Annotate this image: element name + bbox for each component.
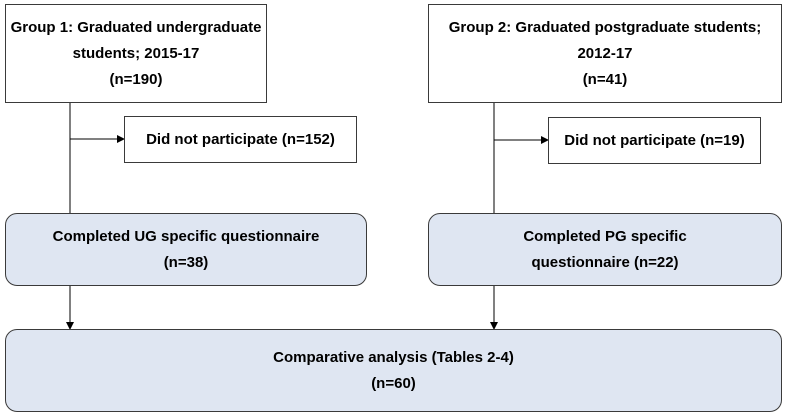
analysis-line2: (n=60) (371, 374, 416, 392)
group1-box: Group 1: Graduated undergraduate student… (5, 4, 267, 103)
group2-line3: (n=41) (582, 70, 628, 88)
analysis-line1: Comparative analysis (Tables 2-4) (273, 348, 514, 366)
completed2-line2: questionnaire (n=22) (531, 253, 679, 271)
group1-line1: Group 1: Graduated undergraduate (10, 18, 262, 36)
completed1-box: Completed UG specific questionnaire (n=3… (5, 213, 367, 286)
completed2-line1: Completed PG specific (523, 227, 687, 245)
excluded2-label: Did not participate (n=19) (564, 131, 745, 149)
analysis-box: Comparative analysis (Tables 2-4) (n=60) (5, 329, 782, 412)
group2-line1: Group 2: Graduated postgraduate students… (448, 18, 762, 36)
excluded2-box: Did not participate (n=19) (548, 117, 761, 164)
excluded1-box: Did not participate (n=152) (124, 116, 357, 163)
group1-line3: (n=190) (109, 70, 163, 88)
group2-box: Group 2: Graduated postgraduate students… (428, 4, 782, 103)
completed2-box: Completed PG specific questionnaire (n=2… (428, 213, 782, 286)
completed1-line1: Completed UG specific questionnaire (52, 227, 320, 245)
group2-line2: 2012-17 (577, 44, 633, 62)
completed1-line2: (n=38) (163, 253, 209, 271)
group1-line2: students; 2015-17 (72, 44, 200, 62)
excluded1-label: Did not participate (n=152) (146, 130, 335, 148)
